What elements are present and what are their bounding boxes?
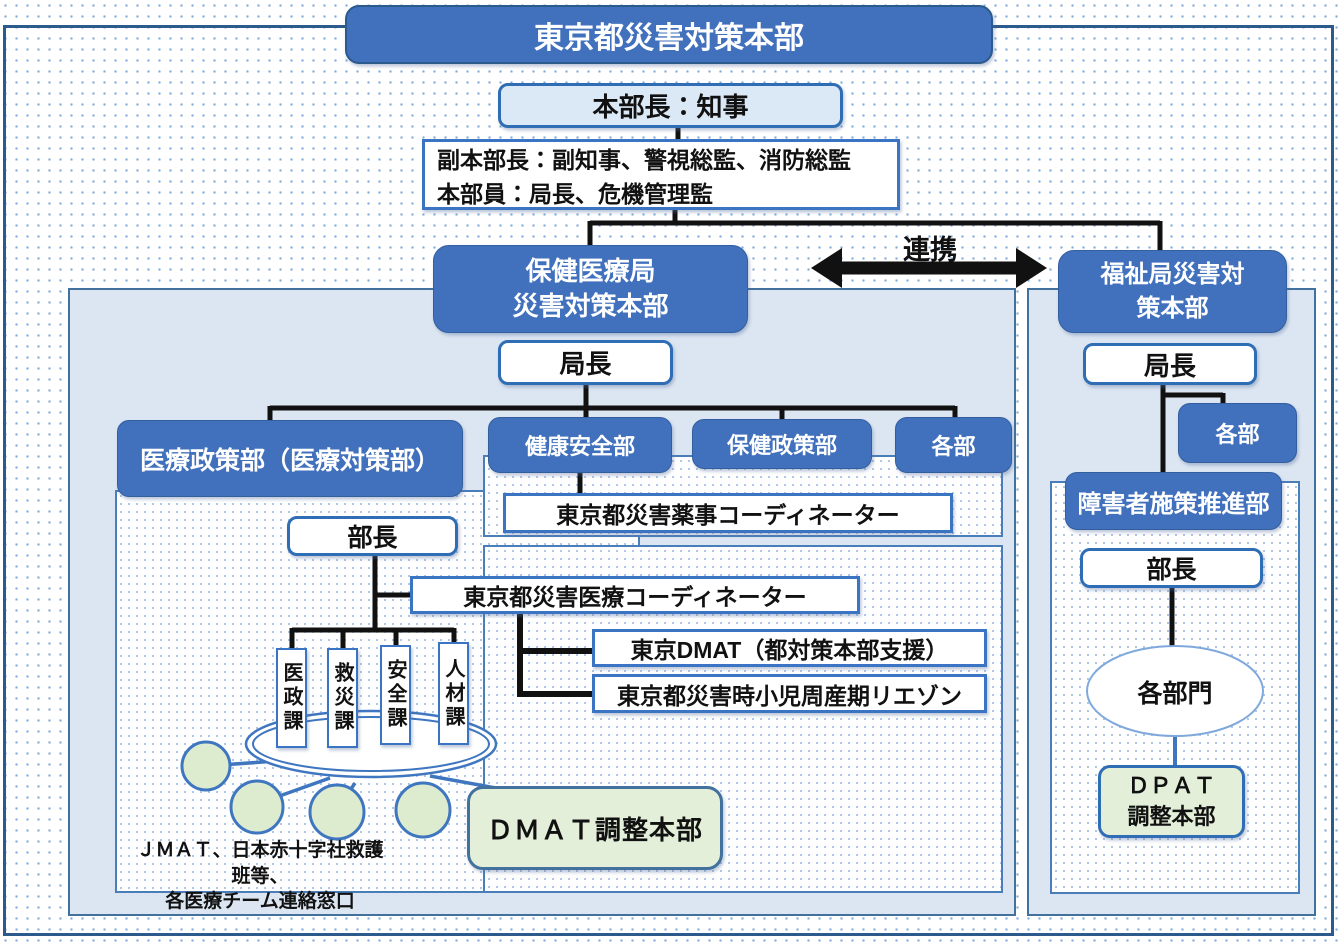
welfare-hq-line1: 福祉局災害対 [1100,260,1245,288]
health-medical-hq-line2: 災害対策本部 [512,291,669,321]
sections-label: 各部門 [1137,680,1213,708]
other-depts-box-right: 各部 [1178,403,1297,463]
pediatric-liaison-box: 東京都災害時小児周産期リエゾン [592,674,987,713]
dpat-line1: ＤＰＡＴ [1127,772,1216,798]
deputy-chief-box: 副本部長：副知事、警視総監、消防総監 本部員：局長、危機管理監 [422,139,900,210]
jmat-note-line1: ＪＭＡＴ、日本赤十字社救護班等、 [136,840,384,887]
hq-chief-box: 本部長：知事 [498,83,843,128]
health-policy-dept-box: 保健政策部 [692,419,872,469]
health-safety-dept-box: 健康安全部 [488,417,672,473]
right-dept-chief-box: 部長 [1080,548,1263,588]
main-hq-title: 東京都災害対策本部 [345,5,993,64]
main-hq-title-text: 東京都災害対策本部 [534,21,804,55]
course-box-anzen: 安全課 [380,645,411,745]
course-box-kyusai: 救災課 [327,648,358,748]
medical-policy-dept-box: 医療政策部（医療対策部） [117,420,463,497]
course-box-jinzai: 人材課 [438,642,469,745]
left-bureau-chief-box: 局長 [498,340,673,385]
disability-policy-dept-box: 障害者施策推進部 [1065,472,1282,530]
sections-oval [1086,645,1264,737]
deputy-chief-line2: 本部員：局長、危機管理監 [437,180,713,207]
jmat-note-line2: 各医療チーム連絡窓口 [165,891,355,913]
other-depts-box-left: 各部 [895,417,1012,473]
health-medical-hq-box: 保健医療局 災害対策本部 [433,245,748,333]
medical-coordinator-box: 東京都災害医療コーディネーター [410,576,860,614]
dpat-coordination-hq-box: ＤＰＡＴ 調整本部 [1098,765,1245,838]
dpat-line2: 調整本部 [1127,803,1216,829]
hq-chief-text: 本部長：知事 [592,92,749,122]
renkei-label: 連携 [903,235,957,265]
welfare-hq-line2: 策本部 [1136,294,1209,322]
left-dept-chief-box: 部長 [287,516,458,556]
dmat-coordination-hq-box: ＤＭＡＴ調整本部 [467,786,723,870]
pharma-coordinator-box: 東京都災害薬事コーディネーター [503,493,953,533]
jmat-note: ＪＭＡＴ、日本赤十字社救護班等、 各医療チーム連絡窓口 [128,838,392,912]
right-bureau-chief-box: 局長 [1083,343,1257,385]
tokyo-dmat-box: 東京DMAT（都対策本部支援） [592,629,987,667]
health-medical-hq-line1: 保健医療局 [525,255,656,286]
bureau-oval [244,709,498,779]
renkei-arrow [811,248,1047,288]
course-box-isei: 医政課 [276,648,307,748]
deputy-chief-line1: 副本部長：副知事、警視総監、消防総監 [437,146,851,173]
welfare-hq-box: 福祉局災害対 策本部 [1058,250,1287,333]
team-circles [180,740,452,841]
